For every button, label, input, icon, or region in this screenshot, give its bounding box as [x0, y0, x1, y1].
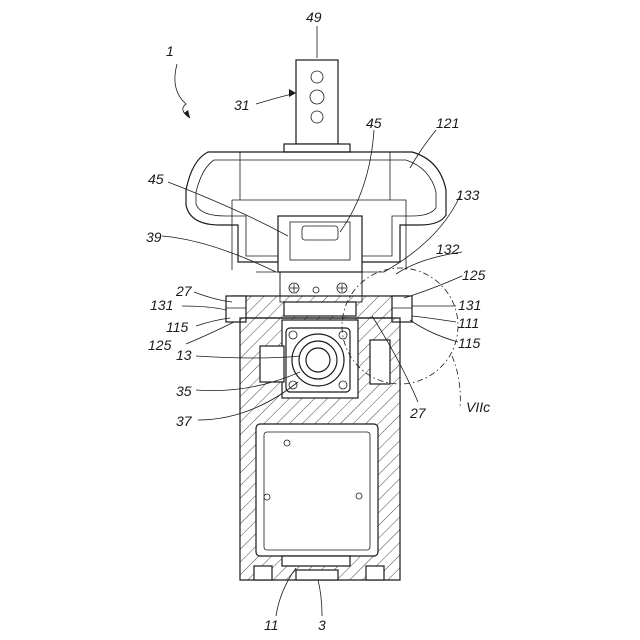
- top-bracket: [284, 60, 350, 152]
- round-connector: [286, 328, 350, 392]
- label-31: 31: [234, 97, 250, 113]
- label-131-left: 131: [150, 297, 173, 313]
- label-111: 111: [458, 315, 479, 331]
- label-125-left: 125: [148, 337, 172, 353]
- label-13: 13: [176, 347, 192, 363]
- label-37: 37: [176, 413, 193, 429]
- label-133: 133: [456, 187, 480, 203]
- label-45-left: 45: [148, 171, 164, 187]
- detail-leader: [452, 356, 460, 408]
- label-125-right: 125: [462, 267, 486, 283]
- label-3: 3: [318, 617, 326, 633]
- label-1: 1: [166, 43, 174, 59]
- label-49: 49: [306, 9, 322, 25]
- label-39: 39: [146, 229, 162, 245]
- label-VIIc: VIIc: [466, 399, 490, 415]
- label-132: 132: [436, 241, 460, 257]
- label-115-right: 115: [458, 335, 481, 351]
- label-27-right: 27: [409, 405, 427, 421]
- label-45-right: 45: [366, 115, 382, 131]
- label-35: 35: [176, 383, 192, 399]
- connector-block: [278, 216, 362, 302]
- flange-row: [226, 272, 412, 322]
- label-11: 11: [264, 617, 279, 633]
- label-131-right: 131: [458, 297, 481, 313]
- label-121: 121: [436, 115, 459, 131]
- label-27-left: 27: [175, 283, 193, 299]
- label-115-left: 115: [166, 319, 189, 335]
